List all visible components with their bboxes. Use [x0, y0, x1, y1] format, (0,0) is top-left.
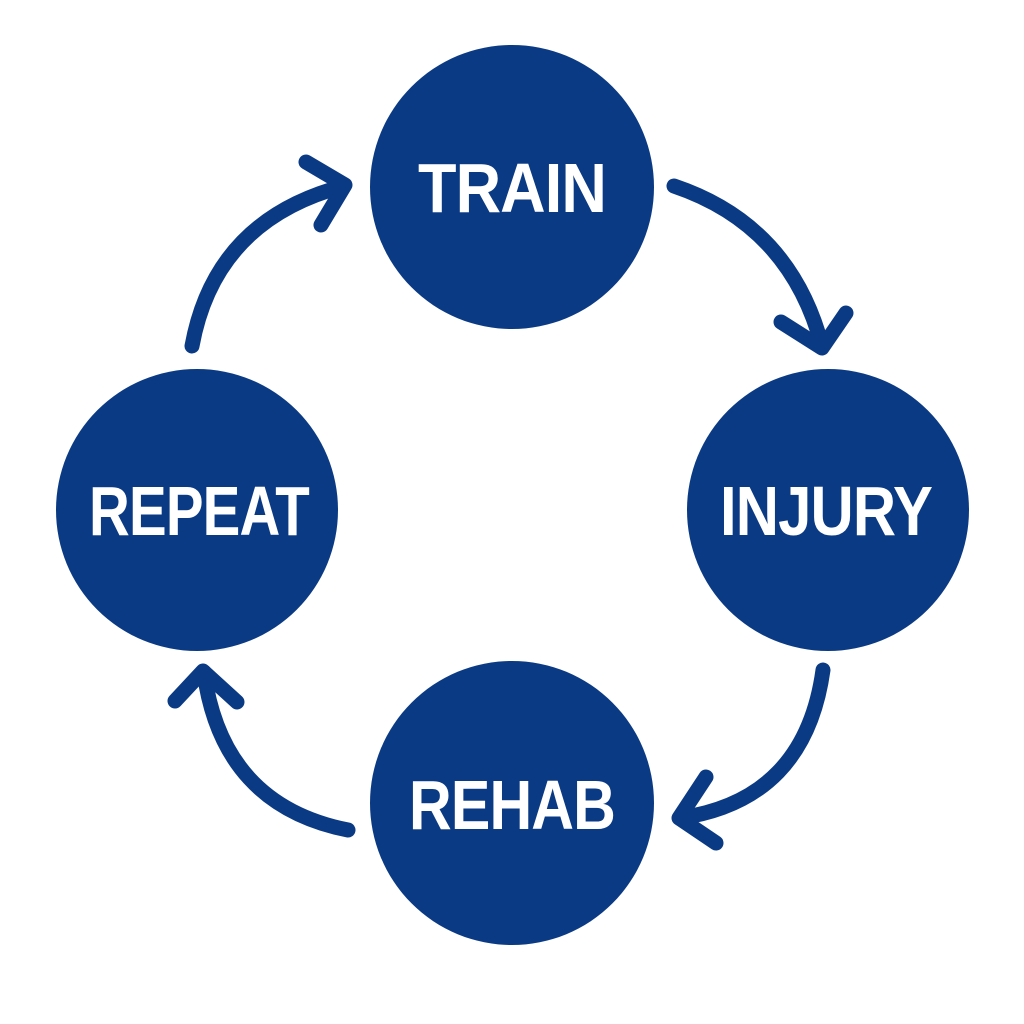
node-repeat-circle [56, 369, 338, 651]
node-rehab-label: REHAB [409, 766, 615, 844]
arrow-head-icon [167, 663, 245, 710]
node-injury-label: INJURY [720, 472, 932, 550]
arrow-train-to-injury [666, 178, 854, 356]
node-injury: INJURY [687, 369, 969, 651]
arrow-head-icon [773, 305, 854, 356]
node-injury-circle [687, 369, 969, 651]
arrow-shaft [672, 662, 831, 826]
arrow-rehab-to-repeat [167, 663, 356, 838]
arrow-head-icon [671, 769, 724, 851]
node-train-circle [370, 45, 654, 329]
node-repeat: REPEAT [56, 369, 338, 651]
arrow-shaft [666, 178, 830, 354]
arrow-shaft [184, 178, 352, 354]
arrow-injury-to-rehab [671, 662, 831, 851]
node-repeat-label: REPEAT [89, 472, 309, 550]
arrow-repeat-to-train [184, 154, 353, 354]
arrow-shaft [196, 664, 356, 838]
node-rehab-circle [370, 661, 654, 945]
arrow-head-icon [298, 154, 353, 233]
node-train-label: TRAIN [418, 149, 606, 227]
node-train: TRAIN [370, 45, 654, 329]
node-rehab: REHAB [370, 661, 654, 945]
